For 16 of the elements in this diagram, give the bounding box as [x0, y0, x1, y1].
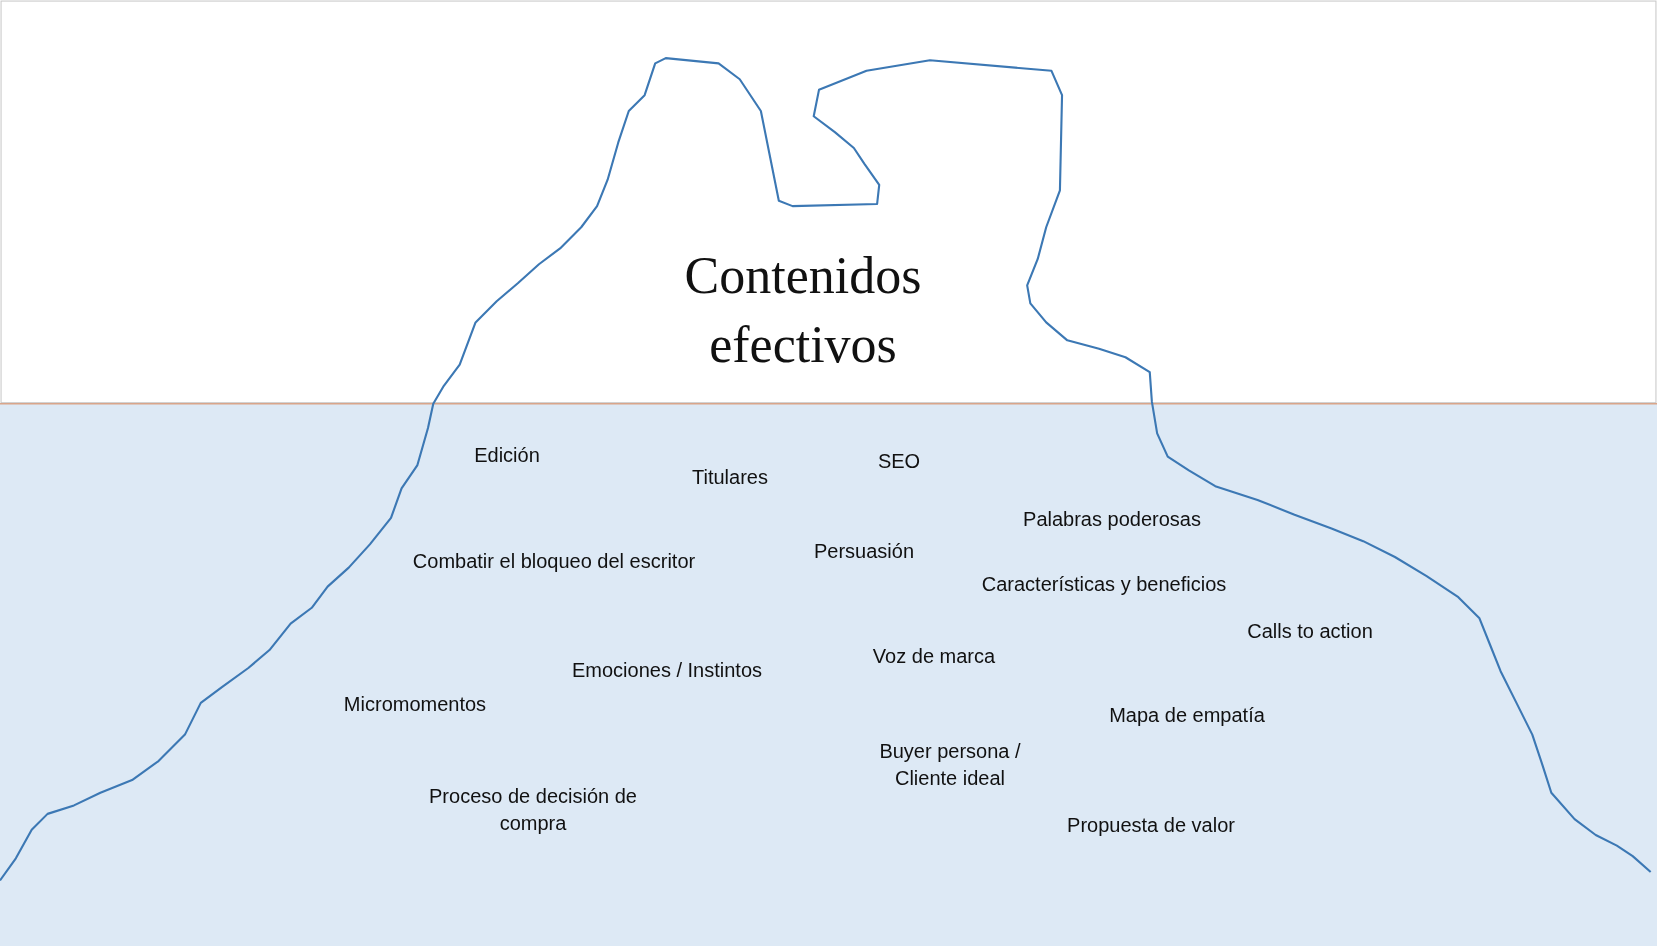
topic-label: Calls to action	[1247, 618, 1373, 644]
topic-label: Voz de marca	[872, 643, 996, 669]
topic-label: Titulares	[692, 464, 768, 490]
topic-label: Proceso de decisión de compra	[428, 784, 638, 836]
topic-label: Propuesta de valor	[1067, 812, 1235, 838]
topic-label: Características y beneficios	[981, 571, 1227, 597]
topic-label: Emociones / Instintos	[571, 657, 763, 683]
topic-label: Palabras poderosas	[1023, 506, 1201, 532]
topic-label: Micromomentos	[343, 691, 487, 717]
topic-label: Edición	[474, 442, 540, 468]
topic-label: Combatir el bloqueo del escritor	[412, 548, 696, 574]
title: Contenidos efectivos	[683, 246, 923, 375]
topic-label: SEO	[877, 448, 921, 474]
topic-label: Mapa de empatía	[1109, 702, 1265, 728]
topic-label: Persuasión	[813, 538, 915, 564]
topic-label: Buyer persona / Cliente ideal	[878, 739, 1022, 791]
